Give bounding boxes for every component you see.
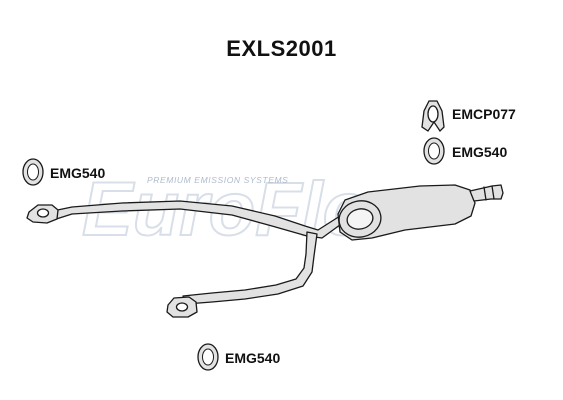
gasket-icon xyxy=(22,158,44,186)
tail-pipe xyxy=(469,184,504,202)
upper-flange-hole xyxy=(36,208,50,218)
tail-pipe-ring-2 xyxy=(491,185,495,200)
silencer-end-cap-inner xyxy=(346,208,374,230)
part-label-gasket-left: EMG540 xyxy=(50,165,106,181)
tail-pipe-ring xyxy=(483,186,487,201)
part-label-gasket-bottom: EMG540 xyxy=(225,350,281,366)
part-label-gasket-right: EMG540 xyxy=(452,144,508,160)
exhaust-pipe-assembly xyxy=(26,184,504,318)
watermark-tagline: PREMIUM EMISSION SYSTEMS xyxy=(147,175,289,185)
gasket-icon xyxy=(423,137,445,165)
clamp-icon xyxy=(421,100,445,133)
gasket-icon xyxy=(197,343,219,371)
lower-flange-hole xyxy=(175,302,189,312)
page-title: EXLS2001 xyxy=(226,36,337,61)
part-label-clamp: EMCP077 xyxy=(452,106,516,122)
